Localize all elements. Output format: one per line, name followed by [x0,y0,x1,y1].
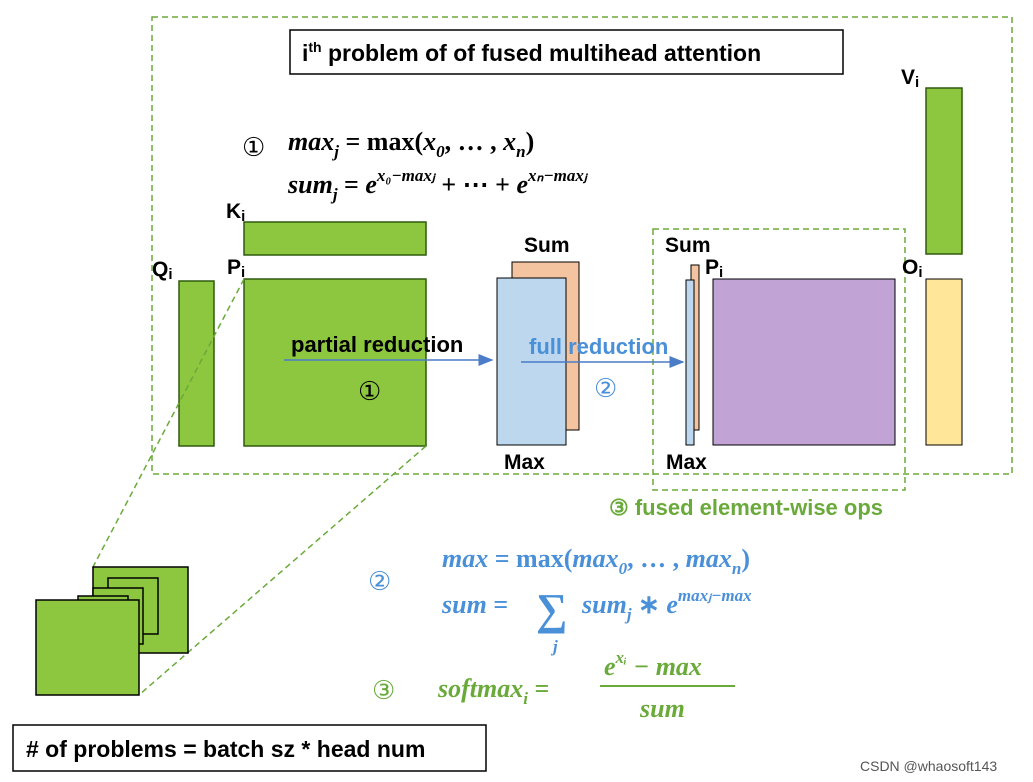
page-title: ith problem of of fused multihead attent… [302,39,761,66]
formula-softmax-numerator: exᵢ − max [604,648,702,681]
problem-stack-front [35,599,140,696]
k-matrix [243,221,427,256]
formula-softmax-lhs: softmaxi = [437,674,549,708]
label-sum-2: Sum [665,234,711,257]
label-max-2: Max [666,451,707,474]
formula-sum-sigma-sub: j [550,637,558,656]
formula-max-j: maxj = max(x0, … , xn) [288,127,534,161]
step-three-circle: ③ [372,676,395,706]
formula-sum-j: sumj = ex₀−maxⱼ + ⋯ + exₙ−maxⱼ [287,166,589,204]
formula-softmax-denominator: sum [639,694,685,723]
formula-sum: sum = [441,590,508,619]
step-one-inner-circle: ① [358,377,381,407]
projection-line-bottom [138,445,427,696]
label-v: Vi [901,66,919,91]
label-sum-1: Sum [524,234,570,257]
v-matrix [925,87,963,255]
label-k: Ki [226,200,245,225]
formula-sum-sigma: ∑ [536,585,567,634]
o-matrix [925,278,963,446]
p-matrix [243,278,427,447]
projection-line-top [92,278,245,568]
q-matrix [178,280,215,447]
fused-ops-frame [652,228,906,491]
label-o: Oi [902,256,923,281]
formula-sum-term: sumj ∗ emaxⱼ−max [581,586,752,624]
partial-reduction-label: partial reduction [291,332,463,357]
step-two-circle: ② [368,567,391,597]
p-softmax-matrix [712,278,896,446]
label-q: Qi [152,258,173,283]
full-reduction-label: full reduction [529,334,668,359]
footer-text: # of problems = batch sz * head num [26,736,425,762]
label-p-2: Pi [705,256,723,281]
formula-max: max = max(max0, … , maxn) [442,544,750,578]
problem-frame [151,16,1013,475]
label-p: Pi [227,256,245,281]
step-one-circle: ① [242,133,265,163]
max-bar-2 [685,279,695,446]
watermark: CSDN @whaosoft143 [860,758,997,774]
step-two-inner-circle: ② [594,374,617,404]
fused-ops-label: ③ fused element-wise ops [609,495,883,520]
title-box [289,29,844,75]
footer-box [12,724,487,772]
label-max-1: Max [504,451,545,474]
